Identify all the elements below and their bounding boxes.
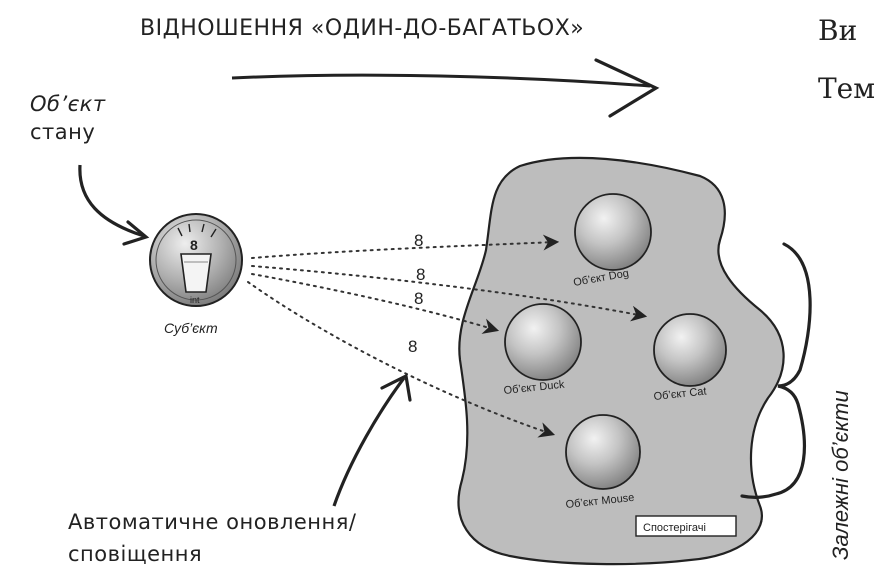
one-to-many-arrow xyxy=(232,60,656,116)
arrow-value-dog: 8 xyxy=(414,231,423,250)
arrow-value-mouse: 8 xyxy=(408,337,417,356)
dependents-label: Залежні об’єкти xyxy=(828,390,853,560)
mouse-sphere xyxy=(566,415,640,489)
state-to-subject-arrow xyxy=(80,165,146,244)
arrow-value-cat: 8 xyxy=(416,265,425,284)
arrow-value-duck: 8 xyxy=(414,289,423,308)
cat-sphere xyxy=(654,314,726,386)
subject-type: int xyxy=(190,295,200,305)
subject-label: Суб’єкт xyxy=(164,320,218,336)
subject-sphere xyxy=(150,214,242,306)
arrow-to-duck xyxy=(252,274,496,330)
observers-tag: Спостерігачі xyxy=(643,522,706,534)
duck-sphere xyxy=(505,304,581,380)
dog-sphere xyxy=(575,194,651,270)
auto-update-label-line-1: Автоматичне оновлення/ xyxy=(68,510,356,534)
auto-update-arrow xyxy=(334,376,410,506)
auto-update-label-line-2: сповіщення xyxy=(68,542,202,566)
subject-value: 8 xyxy=(190,237,198,253)
